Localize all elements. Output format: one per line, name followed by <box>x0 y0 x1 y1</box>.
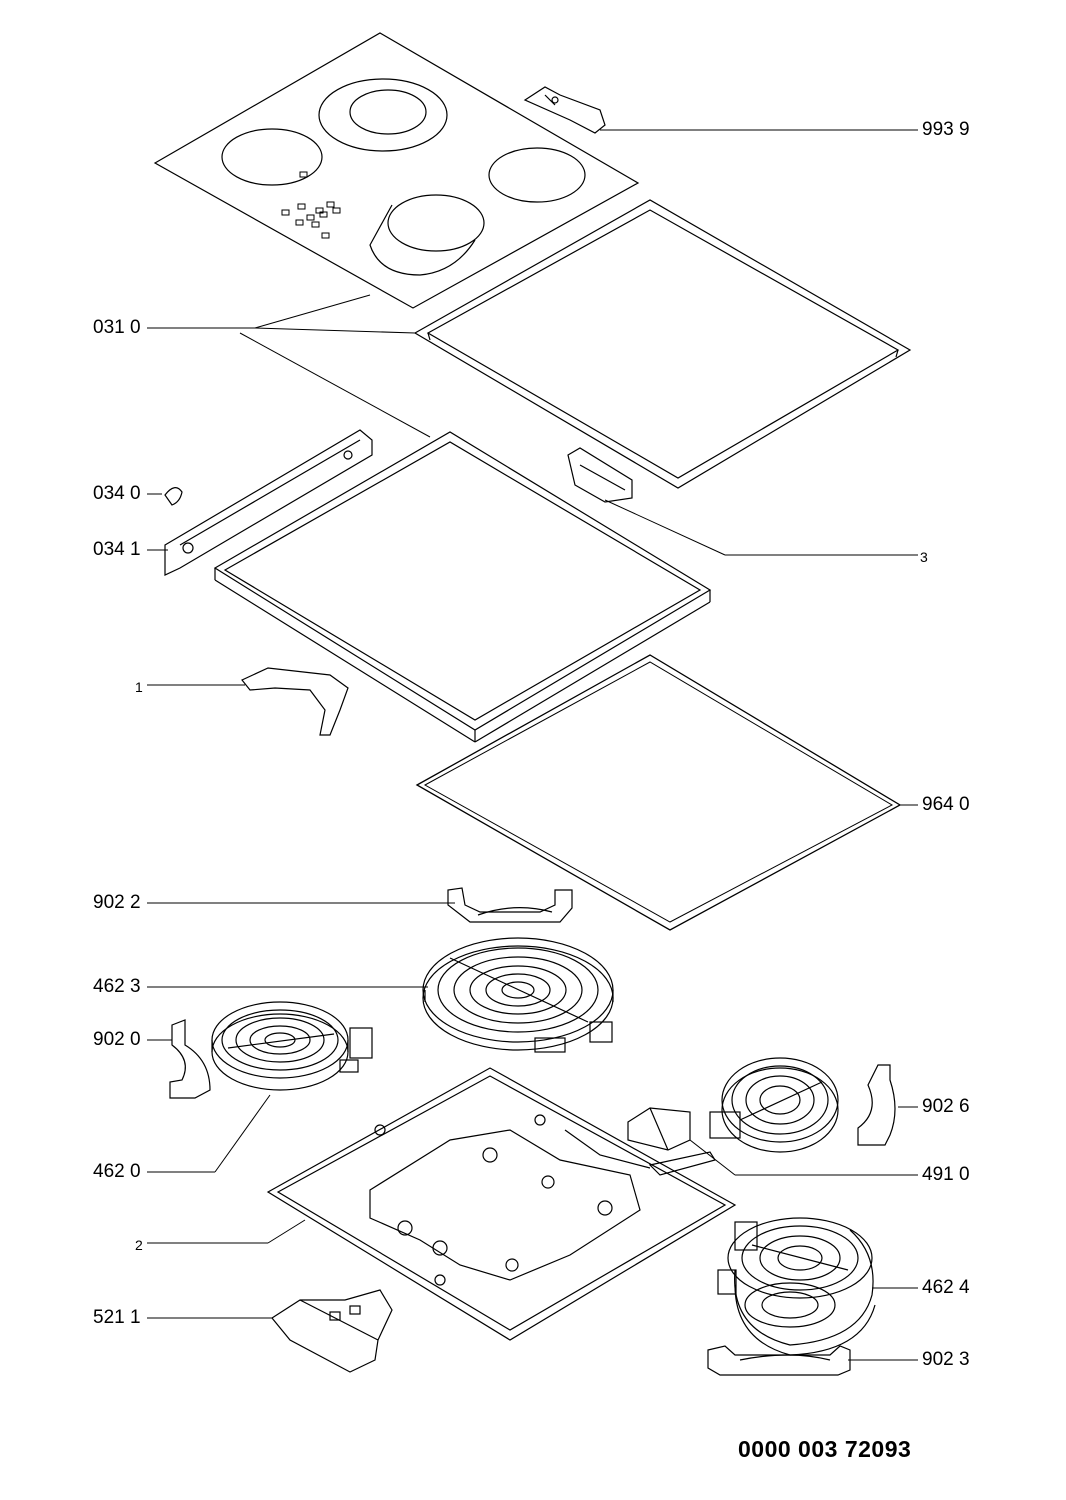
hotplate-right <box>709 1057 839 1153</box>
bracket-3 <box>567 447 633 503</box>
terminal-block-491-0 <box>627 1107 716 1176</box>
support-902-6 <box>857 1064 896 1146</box>
top-frame-seal <box>413 199 912 489</box>
hotplate-462-3 <box>422 937 614 1053</box>
hotplate-462-0 <box>211 1001 373 1091</box>
metal-frame <box>213 431 712 743</box>
label-491-0: 491 0 <box>922 1164 970 1185</box>
label-034-1: 034 1 <box>93 539 141 560</box>
label-902-2: 902 2 <box>93 892 141 913</box>
label-902-0: 902 0 <box>93 1029 141 1050</box>
gasket-964-0 <box>415 654 902 931</box>
ceramic-glass-top <box>153 32 640 309</box>
label-521-1: 521 1 <box>93 1307 141 1328</box>
control-module-521-1 <box>271 1289 393 1373</box>
label-031-0: 031 0 <box>93 317 141 338</box>
label-034-0: 034 0 <box>93 483 141 504</box>
label-993-9: 993 9 <box>922 119 970 140</box>
label-462-4: 462 4 <box>922 1277 970 1298</box>
leader-lines <box>147 129 918 1361</box>
label-462-3: 462 3 <box>93 976 141 997</box>
label-462-0: 462 0 <box>93 1161 141 1182</box>
support-902-0 <box>169 1019 211 1099</box>
hotplate-462-4 <box>717 1217 876 1356</box>
label-902-6: 902 6 <box>922 1096 970 1117</box>
label-964-0: 964 0 <box>922 794 970 815</box>
side-rail-034-1 <box>164 429 373 576</box>
clip-034-0 <box>164 487 183 506</box>
bracket-993-9 <box>523 86 606 134</box>
touch-control-keys <box>281 171 341 239</box>
bracket-1 <box>241 667 349 736</box>
support-902-2 <box>447 887 573 923</box>
support-902-3 <box>707 1345 851 1376</box>
label-2: 2 <box>135 1237 143 1253</box>
label-3: 3 <box>920 549 928 565</box>
label-902-3: 902 3 <box>922 1349 970 1370</box>
drawing-code: 0000 003 72093 <box>738 1436 912 1462</box>
base-plate-2 <box>266 1067 737 1341</box>
label-1: 1 <box>135 679 143 695</box>
